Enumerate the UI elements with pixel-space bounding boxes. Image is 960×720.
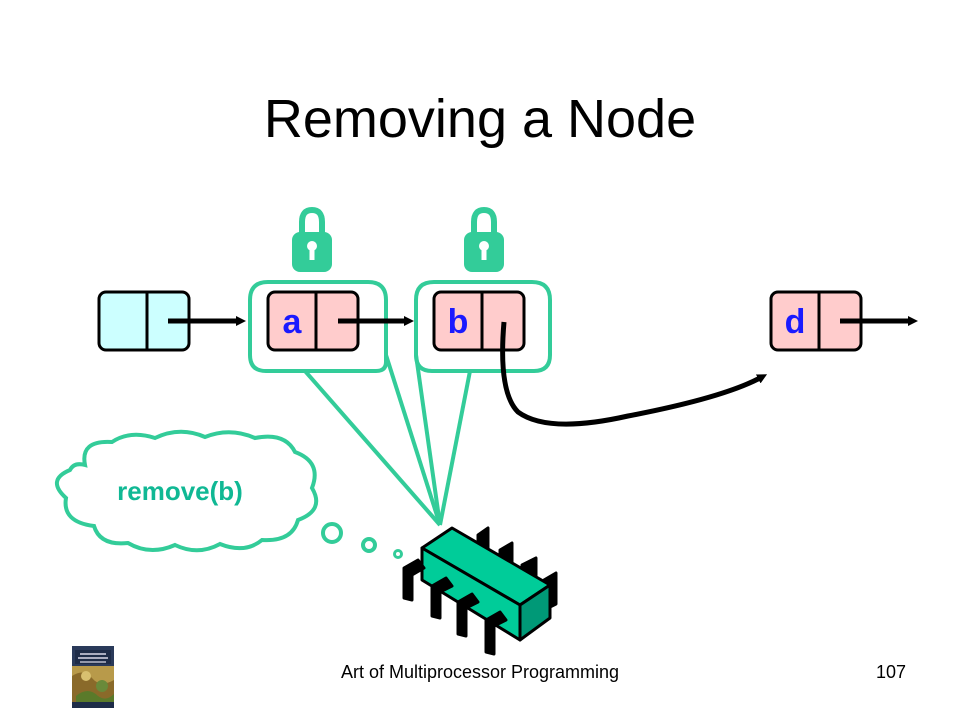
list-node-head <box>97 290 191 352</box>
thought-text: remove(b) <box>117 476 243 506</box>
processor-chip-icon <box>402 526 558 656</box>
node-label-b: b <box>448 303 469 341</box>
node-label-d: d <box>785 303 806 341</box>
lock-ownership-lines <box>303 354 472 527</box>
thought-bubble: remove(b) <box>55 429 403 559</box>
lock-outline-b <box>414 280 552 373</box>
footer-title: Art of Multiprocessor Programming <box>340 662 620 682</box>
page-number: 107 <box>875 662 906 682</box>
lock-outline-a <box>248 280 388 373</box>
slide-title: Removing a Node <box>263 89 697 149</box>
node-label-a: a <box>283 303 303 341</box>
padlock-icon <box>464 206 504 272</box>
list-node-a: a <box>266 290 360 352</box>
padlock-icon <box>292 206 332 272</box>
list-node-b: b <box>432 290 526 352</box>
next-pointers <box>168 316 918 427</box>
book-cover-image <box>72 646 114 708</box>
